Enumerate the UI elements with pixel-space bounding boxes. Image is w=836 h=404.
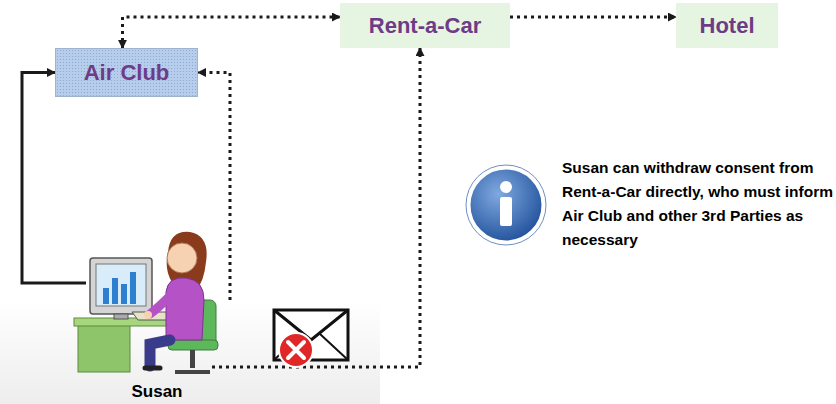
entity-box: Hotel: [676, 3, 778, 48]
entity-label: Hotel: [700, 13, 755, 39]
connector: [212, 48, 420, 367]
entity-box: Rent-a-Car: [340, 3, 510, 48]
entity-label: Rent-a-Car: [369, 13, 481, 39]
person-illustration: [74, 232, 218, 372]
connector: [510, 16, 676, 19]
connector: [198, 73, 230, 301]
info-icon: [466, 165, 546, 245]
reject-icon: [279, 333, 313, 367]
envelope-icon: [274, 310, 348, 360]
person-node: Susan: [72, 232, 242, 404]
info-note: Susan can withdraw consent from Rent-a-C…: [562, 156, 836, 252]
entity-label: Air Club: [84, 60, 170, 86]
person-name: Susan: [131, 382, 182, 404]
connector: [22, 73, 86, 284]
entity-box: Air Club: [55, 48, 198, 97]
connector: [123, 17, 341, 48]
